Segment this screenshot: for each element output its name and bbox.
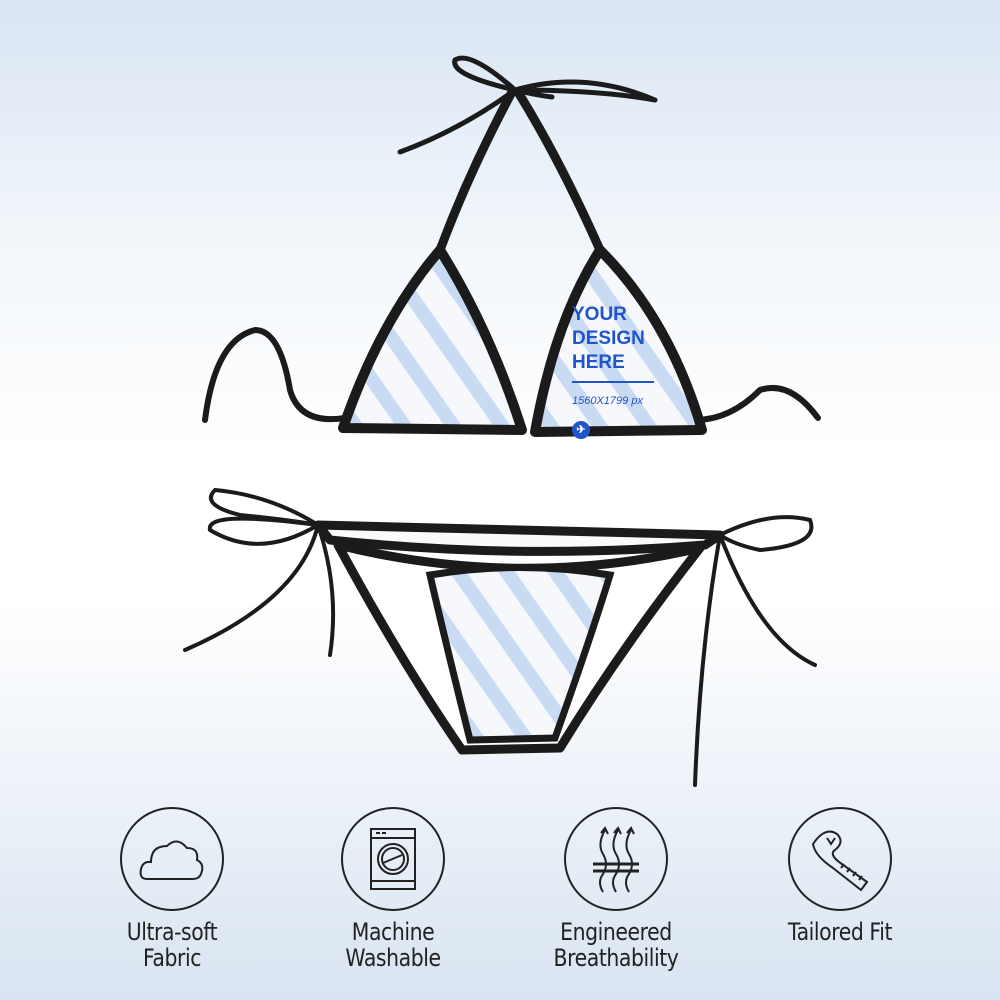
feature-tailored-fit: Tailored Fit bbox=[740, 807, 940, 945]
feature-label: Machine bbox=[351, 918, 435, 946]
side-string-right bbox=[692, 384, 821, 423]
design-divider bbox=[572, 381, 654, 383]
feature-label: Engineered bbox=[560, 918, 672, 946]
design-placeholder: YOUR DESIGN HERE 1560X1799 px ✈ bbox=[572, 303, 654, 439]
design-title-line2: DESIGN bbox=[572, 328, 645, 349]
halter-string-right bbox=[513, 87, 605, 255]
side-string-left bbox=[202, 327, 348, 423]
feature-label: Ultra-soft bbox=[126, 918, 218, 946]
bow bbox=[397, 55, 658, 155]
brand-logo-icon: ✈ bbox=[572, 421, 590, 439]
bottom-back bbox=[313, 520, 725, 556]
design-title-line3: HERE bbox=[572, 352, 625, 373]
feature-label: Washable bbox=[345, 944, 441, 972]
feature-label: Fabric bbox=[142, 944, 202, 972]
washing-machine-icon bbox=[341, 807, 445, 911]
design-size: 1560X1799 px bbox=[572, 395, 643, 407]
cloud-icon bbox=[120, 807, 224, 911]
top-cup-left bbox=[338, 245, 527, 435]
breathability-icon bbox=[564, 807, 668, 911]
design-title-line1: YOUR bbox=[572, 304, 627, 325]
top-cup-right bbox=[530, 245, 707, 437]
bikini-illustration bbox=[183, 55, 821, 787]
halter-string-left bbox=[435, 87, 517, 255]
bottom-tie-left bbox=[183, 487, 336, 657]
feature-label: Breathability bbox=[553, 944, 679, 972]
feature-label: Tailored Fit bbox=[787, 918, 893, 946]
bottom-print bbox=[425, 564, 615, 744]
measuring-tape-icon bbox=[788, 807, 892, 911]
bottom-tie-right bbox=[693, 515, 817, 787]
